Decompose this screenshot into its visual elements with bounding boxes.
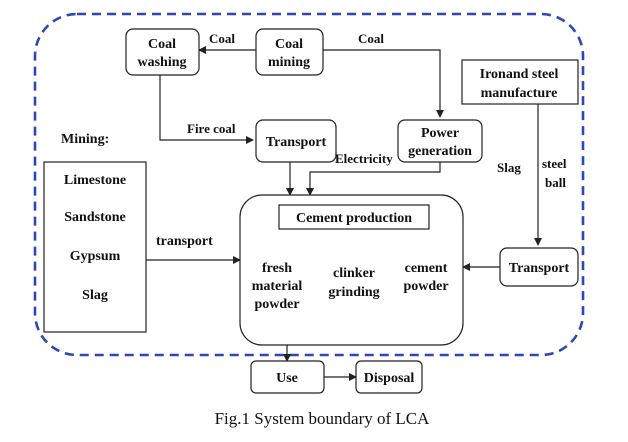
edge-label-coal-left: Coal (209, 31, 235, 46)
iron-steel-box: Ironand steel manufacture (461, 59, 579, 105)
system-boundary (33, 12, 585, 357)
iron-steel-label-2: manufacture (481, 86, 558, 101)
arrow-mining-to-power (323, 49, 444, 118)
mining-item-gypsum: Gypsum (70, 249, 121, 264)
arrow-washing-to-transport (159, 75, 254, 144)
mining-title: Mining: (61, 132, 109, 147)
cement-production-title: Cement production (296, 211, 412, 226)
edge-label-electricity: Electricity (335, 151, 393, 166)
use-box: Use (250, 360, 325, 394)
transport-top-box: Transport (255, 119, 337, 163)
clinker-label-2: grinding (328, 285, 379, 300)
edge-label-coal-right: Coal (358, 31, 384, 46)
mining-item-sandstone: Sandstone (64, 210, 125, 225)
clinker-label-1: clinker (333, 266, 375, 281)
edge-label-steel: steel (542, 156, 567, 171)
edge-label-transport: transport (156, 234, 213, 249)
iron-steel-label-1: Ironand steel (480, 67, 559, 82)
cement-production-box: Cement production fresh material powder … (239, 194, 464, 346)
mining-item-limestone: Limestone (64, 173, 126, 188)
transport-right-label: Transport (509, 261, 570, 276)
cement-powder-label-1: cement (405, 261, 448, 276)
power-generation-label-2: generation (408, 144, 472, 159)
coal-mining-label-1: Coal (275, 37, 303, 52)
power-generation-box: Power generation (397, 119, 483, 163)
mining-item-slag: Slag (82, 288, 108, 303)
coal-mining-label-2: mining (268, 55, 310, 70)
mining-materials-box: Limestone Sandstone Gypsum Slag (43, 161, 147, 333)
edge-label-ball: ball (545, 175, 566, 190)
transport-right-box: Transport (499, 247, 579, 287)
transport-top-label: Transport (266, 135, 327, 150)
coal-washing-label-2: washing (137, 55, 186, 70)
coal-washing-box: Coal washing (125, 28, 200, 76)
disposal-box: Disposal (355, 360, 423, 394)
arrow-power-to-cement (306, 162, 441, 196)
coal-washing-label-1: Coal (148, 37, 176, 52)
fresh-label-1: fresh (262, 261, 292, 276)
fresh-label-2: material (252, 279, 303, 294)
edge-label-fire-coal: Fire coal (187, 121, 236, 136)
use-label: Use (276, 371, 298, 386)
cement-powder-label-2: powder (403, 279, 448, 294)
disposal-label: Disposal (364, 371, 415, 386)
fresh-label-3: powder (254, 297, 299, 312)
figure-caption: Fig.1 System boundary of LCA (215, 409, 431, 428)
edge-label-slag: Slag (497, 160, 521, 175)
coal-mining-box: Coal mining (255, 28, 324, 76)
power-generation-label-1: Power (421, 126, 459, 141)
